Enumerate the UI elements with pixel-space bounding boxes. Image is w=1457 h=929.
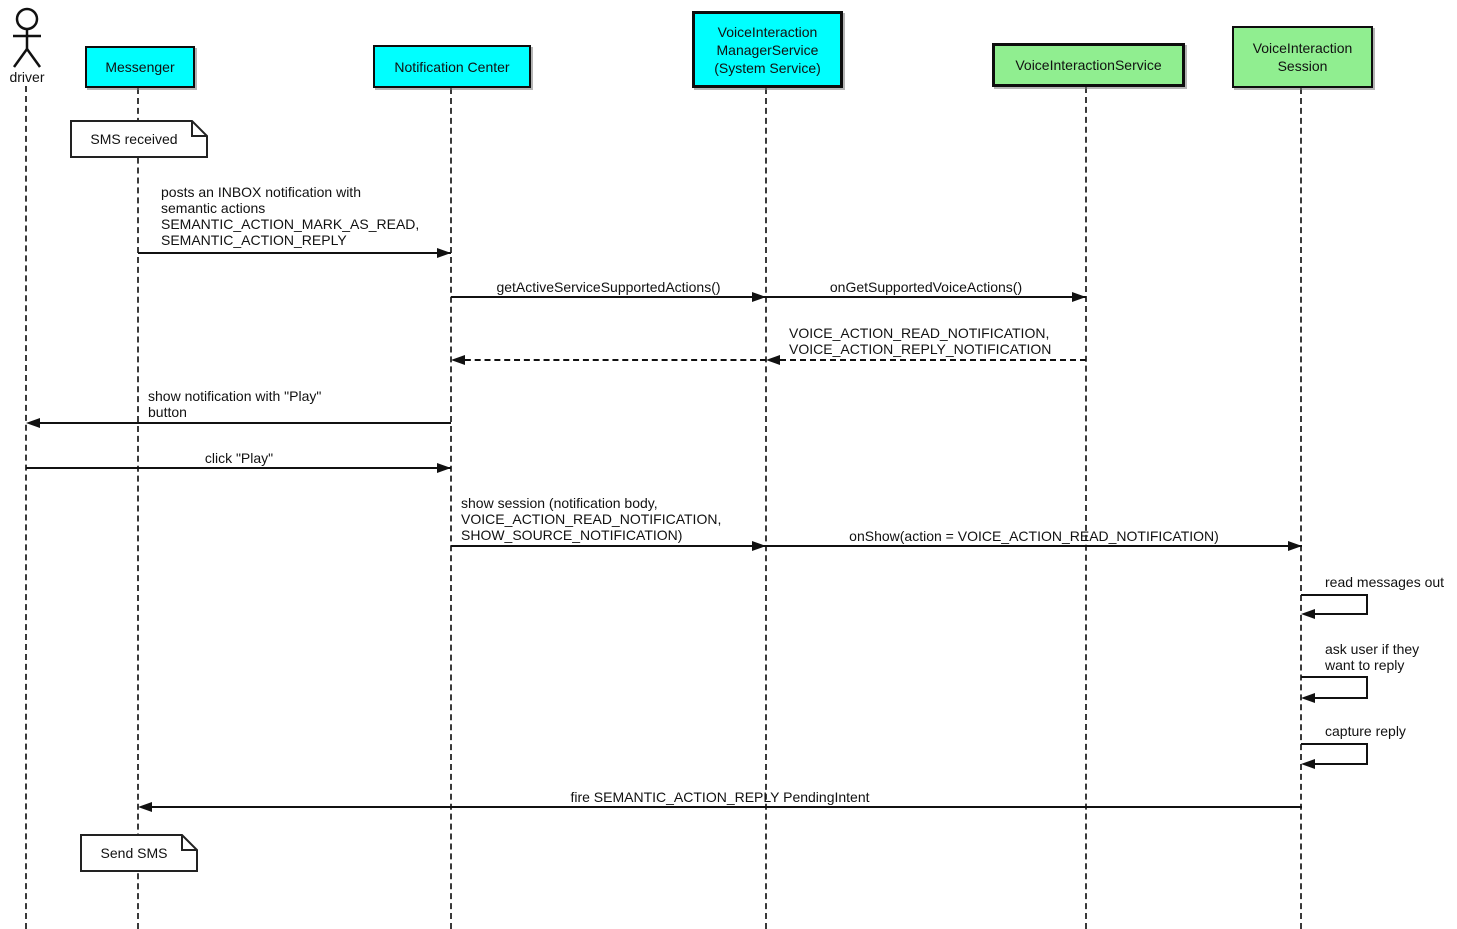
message-return-to-notification-arrowhead xyxy=(451,355,465,365)
message-show-session-arrowhead xyxy=(752,541,766,551)
message-capture-reply-bottom xyxy=(1305,763,1368,765)
message-read-messages-arrowhead xyxy=(1301,609,1315,619)
participant-voice-service: VoiceInteractionService xyxy=(992,43,1185,87)
message-ask-user-label: ask user if they want to reply xyxy=(1325,641,1420,673)
message-on-show-label: onShow(action = VOICE_ACTION_READ_NOTIFI… xyxy=(849,528,1219,544)
note-send-sms-text: Send SMS xyxy=(100,845,168,861)
actor-label: driver xyxy=(9,69,45,85)
message-on-get-supported-arrowhead xyxy=(1072,292,1086,302)
message-voice-actions-return-arrowhead xyxy=(766,355,780,365)
message-read-messages-top xyxy=(1301,594,1368,596)
message-read-messages-bottom xyxy=(1305,613,1368,615)
message-fire-reply-label: fire SEMANTIC_ACTION_REPLY PendingIntent xyxy=(570,789,870,805)
lifeline-manager-service xyxy=(765,88,767,929)
participant-manager-service: VoiceInteraction ManagerService (System … xyxy=(692,11,843,88)
message-read-messages-side xyxy=(1366,594,1368,614)
message-on-show-line xyxy=(766,545,1302,547)
message-read-messages-label: read messages out xyxy=(1325,574,1445,590)
lifeline-messenger xyxy=(137,88,139,929)
message-ask-user-arrowhead xyxy=(1301,693,1315,703)
message-show-notification-arrowhead xyxy=(26,418,40,428)
message-on-show-arrowhead xyxy=(1288,541,1302,551)
lifeline-driver xyxy=(25,86,27,929)
message-ask-user-top xyxy=(1301,676,1368,678)
message-on-get-supported-line xyxy=(766,296,1086,298)
message-post-inbox-label: posts an INBOX notification with semanti… xyxy=(161,184,420,248)
lifeline-notification-center xyxy=(450,88,452,929)
message-capture-reply-arrowhead xyxy=(1301,759,1315,769)
participant-notification-center: Notification Center xyxy=(373,45,531,88)
message-ask-user-side xyxy=(1366,676,1368,698)
participant-voice-session: VoiceInteraction Session xyxy=(1232,26,1373,88)
note-sms-received: SMS received xyxy=(70,120,208,158)
message-voice-actions-return-label: VOICE_ACTION_READ_NOTIFICATION, VOICE_AC… xyxy=(789,325,1052,357)
message-click-play-arrowhead xyxy=(437,463,451,473)
actor-figure-icon xyxy=(12,7,42,68)
message-show-session-line xyxy=(451,545,766,547)
message-capture-reply-side xyxy=(1366,743,1368,764)
message-get-active-actions-label: getActiveServiceSupportedActions() xyxy=(496,279,721,295)
message-click-play-label: click "Play" xyxy=(204,450,274,466)
message-return-to-notification-line xyxy=(455,359,766,361)
message-get-active-actions-line xyxy=(451,296,766,298)
note-send-sms: Send SMS xyxy=(80,834,198,872)
lifeline-voice-session xyxy=(1300,88,1302,929)
message-post-inbox-arrowhead xyxy=(437,248,451,258)
lifeline-voice-service xyxy=(1085,87,1087,929)
message-show-notification-label: show notification with "Play" button xyxy=(148,388,322,420)
message-ask-user-bottom xyxy=(1305,697,1368,699)
message-get-active-actions-arrowhead xyxy=(752,292,766,302)
message-fire-reply-arrowhead xyxy=(138,802,152,812)
message-click-play-line xyxy=(26,467,451,469)
participant-messenger: Messenger xyxy=(85,46,195,88)
note-sms-received-text: SMS received xyxy=(90,131,178,147)
message-capture-reply-label: capture reply xyxy=(1325,723,1406,739)
message-fire-reply-line xyxy=(142,806,1302,808)
message-post-inbox-line xyxy=(138,252,451,254)
message-show-notification-line xyxy=(30,422,451,424)
message-capture-reply-top xyxy=(1301,743,1368,745)
message-voice-actions-return-line xyxy=(770,359,1086,361)
message-on-get-supported-label: onGetSupportedVoiceActions() xyxy=(829,279,1023,295)
message-show-session-label: show session (notification body, VOICE_A… xyxy=(461,495,722,543)
